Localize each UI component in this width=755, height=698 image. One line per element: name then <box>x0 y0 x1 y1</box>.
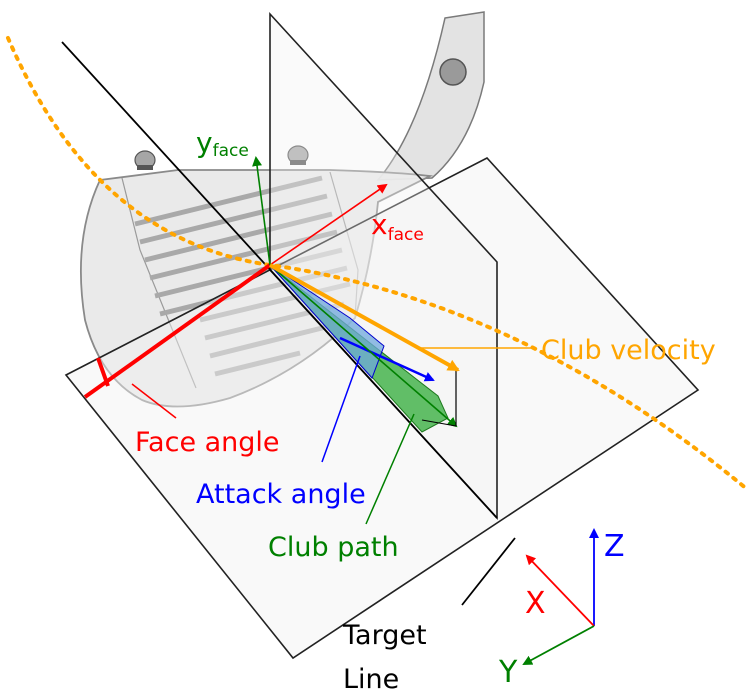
attack-angle-pointer <box>321 355 361 463</box>
axis-x-label: X <box>525 586 546 621</box>
face-angle-line <box>83 263 272 399</box>
club-velocity-label: Club velocity <box>541 335 716 366</box>
y-face-arrow <box>252 156 271 266</box>
target-line <box>61 41 498 519</box>
target-line-label-1: Target <box>342 620 427 651</box>
club-velocity-arrow <box>269 263 460 372</box>
axis-z-label: Z <box>604 529 625 564</box>
x-face-label: xface <box>371 208 424 245</box>
hosel-screw <box>439 58 467 86</box>
target-line-label-2: Line <box>343 664 399 695</box>
club-path-label: Club path <box>268 532 399 563</box>
x-face-arrow <box>269 183 388 266</box>
attack-angle-wedge <box>269 264 385 379</box>
axis-y-arrow <box>522 625 595 665</box>
attack-angle-label: Attack angle <box>196 479 366 510</box>
axis-x-arrow <box>525 554 595 627</box>
club-path-arrow <box>269 264 458 428</box>
face-angle-label: Face angle <box>135 427 280 458</box>
y-face-label: yface <box>196 126 249 161</box>
target-line-pointer <box>461 537 516 606</box>
face-angle-pointer <box>131 383 177 419</box>
face-angle-tick <box>96 357 110 387</box>
club-trajectory-arc <box>6 36 750 492</box>
club-path-pointer <box>365 413 415 525</box>
face-grooves <box>134 175 351 377</box>
attack-angle-arrow <box>339 336 435 382</box>
horizontal-plane <box>64 157 700 660</box>
axis-y-label: Y <box>498 655 518 690</box>
